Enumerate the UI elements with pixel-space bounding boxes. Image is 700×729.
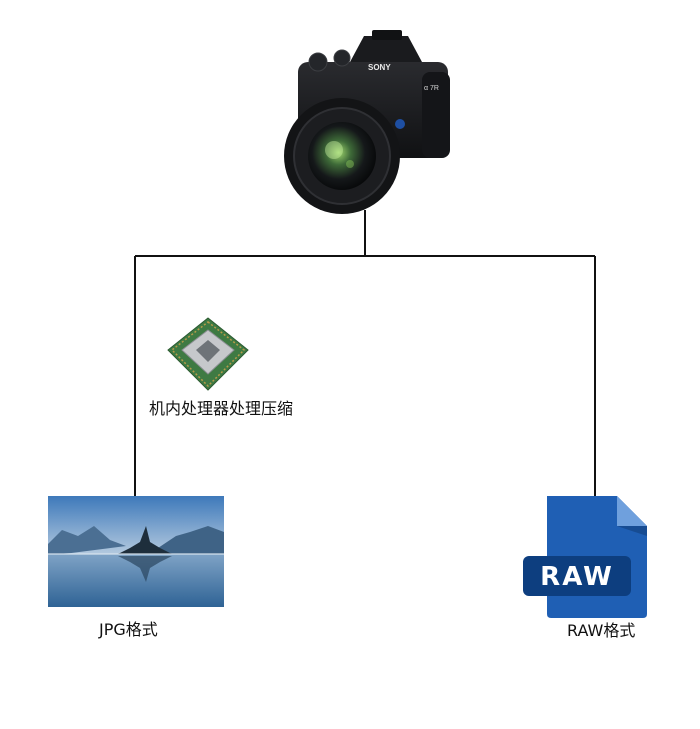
raw-file-icon: RAW <box>521 494 649 620</box>
camera-icon: SONY α 7R <box>276 28 456 216</box>
raw-format-label: RAW格式 <box>567 621 636 640</box>
processor-label: 机内处理器处理压缩 <box>149 399 294 418</box>
raw-file-fold-shadow <box>617 526 647 536</box>
camera-model-text: α 7R <box>424 85 439 92</box>
raw-file-fold <box>617 496 647 526</box>
jpg-format-label: JPG格式 <box>99 620 158 639</box>
photo-mountains-left <box>48 526 126 556</box>
viewfinder-hump <box>350 36 422 62</box>
photo-mountains-right <box>158 526 224 556</box>
photo-reflection <box>118 556 172 582</box>
landscape-photo-icon <box>48 496 224 607</box>
photo-horizon <box>48 553 224 555</box>
raw-badge-text: RAW <box>540 562 614 592</box>
chip-die <box>196 340 220 362</box>
lens-highlight <box>325 141 343 159</box>
lens-zeiss-badge <box>395 119 405 129</box>
cpu-chip-icon <box>166 316 250 392</box>
dial-right <box>333 49 351 67</box>
chip-pins-edge <box>170 321 246 388</box>
lens-highlight-small <box>346 160 354 168</box>
camera-brand-text: SONY <box>368 63 391 72</box>
lens-glass <box>308 122 376 190</box>
raw-badge <box>523 556 631 596</box>
photo-island <box>118 526 172 554</box>
viewfinder-eyecup <box>372 30 402 40</box>
grip <box>422 72 450 158</box>
dial-left <box>308 52 328 72</box>
